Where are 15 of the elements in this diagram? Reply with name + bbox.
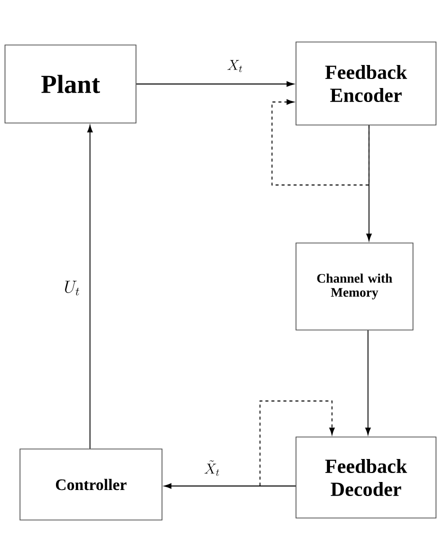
edge-label: $X_t$ (227, 60, 242, 72)
arrow (87, 125, 93, 450)
arrow (260, 400, 335, 486)
arrow (365, 330, 371, 435)
arrow (272, 99, 370, 186)
arrow (136, 81, 294, 87)
edge-label: $U_t$ (65, 280, 80, 296)
block-box: Controller (20, 448, 162, 520)
block-box: Feedback Decoder (296, 436, 436, 518)
arrow (366, 124, 372, 241)
block-box: Channel with Memory (296, 242, 414, 330)
edge-label: $\tilde{X}_t$ (204, 460, 220, 476)
block-box: Feedback Encoder (296, 42, 436, 126)
block-box: Plant (4, 44, 136, 124)
arrow (164, 483, 296, 489)
